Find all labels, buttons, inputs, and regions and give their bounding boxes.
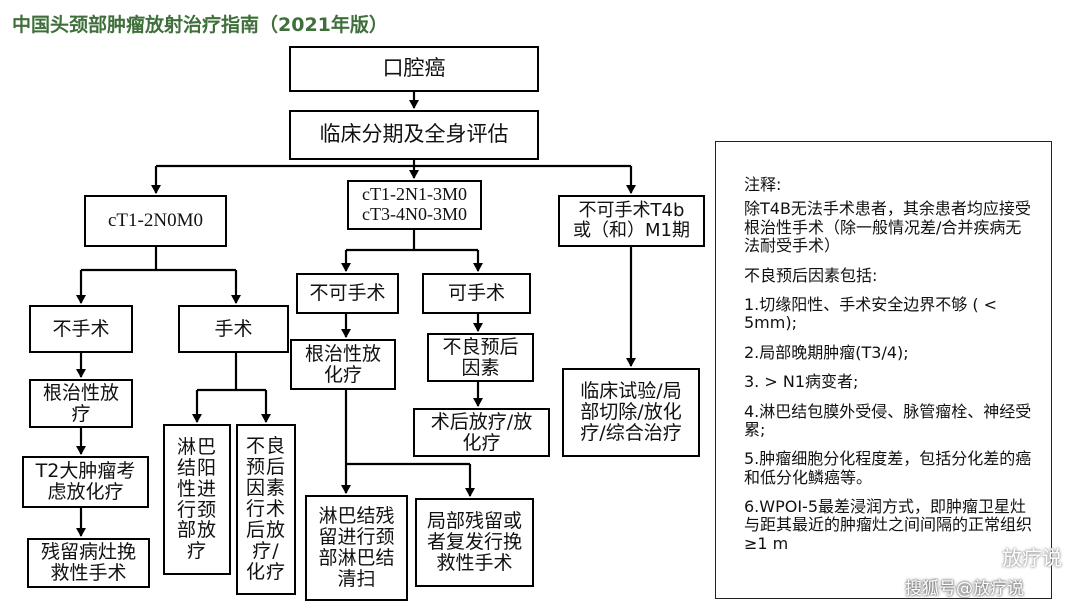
node-poor-prognosis-postop: 不良 预后 因素 行术 后放 疗/ 化疗 <box>236 424 296 595</box>
note-item: 除T4B无法手术患者，其余患者均应接受根治性手术（除一般情况差/合并疾病无法耐受… <box>744 199 1031 256</box>
note-item: 不良预后因素包括: <box>744 265 878 285</box>
node-postop-rt: 术后放疗/放 化疗 <box>413 408 550 457</box>
node-stage-advanced: cT1-2N1-3M0 cT3-4N0-3M0 <box>347 180 482 230</box>
node-residual-salvage: 残留病灶挽 救性手术 <box>27 538 150 588</box>
node-surgery: 手术 <box>178 305 289 353</box>
notes-panel: 注释: 除T4B无法手术患者，其余患者均应接受根治性手术（除一般情况差/合并疾病… <box>715 141 1052 599</box>
wechat-icon <box>972 548 997 565</box>
node-stage-early: cT1-2N0M0 <box>84 195 227 247</box>
node-radical-rt: 根治性放 疗 <box>29 379 133 428</box>
page-title: 中国头颈部肿瘤放射治疗指南（2021年版） <box>12 14 388 36</box>
node-operable: 可手术 <box>422 273 531 314</box>
node-nodes-positive-neck-rt: 淋巴 结阳 性进 行颈 部放 疗 <box>163 424 231 575</box>
node-neck-dissection: 淋巴结残 留进行颈 部淋巴结 清扫 <box>305 495 408 601</box>
note-item: 3. > N1病变者; <box>744 372 859 392</box>
node-clinical-trial: 临床试验/局 部切除/放化 疗/综合治疗 <box>562 368 700 457</box>
note-item: 6.WPOI-5最差浸润方式，即肿瘤卫星灶与距其最近的肿瘤灶之间间隔的正常组织≥… <box>744 497 1033 553</box>
source-credit: 搜狐号@放疗说 <box>905 579 1024 599</box>
node-local-salvage: 局部残留或 者复发行挽 救性手术 <box>415 498 534 587</box>
node-poor-prognosis: 不良预后 因素 <box>427 333 534 382</box>
note-item: 2.局部晚期肿瘤(T3/4); <box>744 342 909 362</box>
node-stage-inoperable: 不可手术T4b 或（和）M1期 <box>558 195 705 247</box>
watermark: 放疗说 <box>972 542 1062 571</box>
note-item: 1.切缘阳性、手术安全边界不够 ( < 5mm); <box>744 294 998 333</box>
node-t2-chemoradio: T2大肿瘤考 虑放化疗 <box>22 456 149 508</box>
node-inoperable: 不可手术 <box>296 273 399 314</box>
notes-heading: 注释: <box>744 175 782 194</box>
node-oral-cancer: 口腔癌 <box>289 46 539 92</box>
node-radical-chemoradio: 根治性放 化疗 <box>290 339 396 390</box>
watermark-text: 放疗说 <box>1002 546 1062 570</box>
note-item: 4.淋巴结包膜外受侵、脉管瘤栓、神经受累; <box>744 401 1032 439</box>
note-item: 5.肿瘤细胞分化程度差，包括分化差的癌和低分化鳞癌等。 <box>744 449 1032 487</box>
node-no-surgery: 不手术 <box>29 305 133 353</box>
node-clinical-staging: 临床分期及全身评估 <box>289 110 539 160</box>
